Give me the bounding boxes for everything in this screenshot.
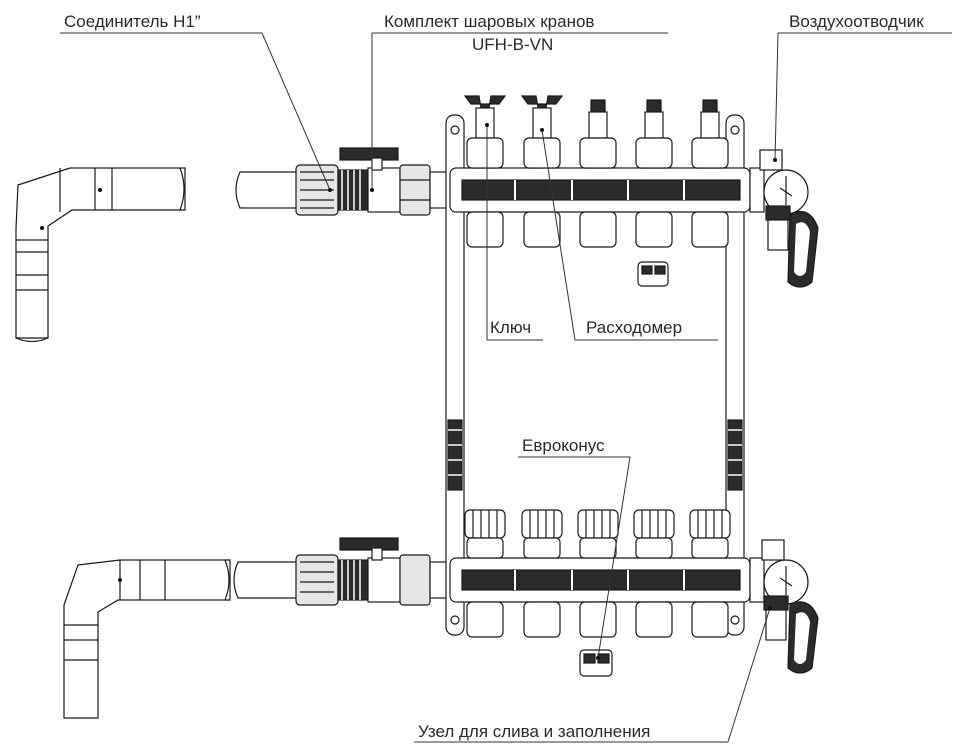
- eurocone-cap-lower: [579, 649, 613, 677]
- elbow-fitting-upper: [15, 167, 186, 343]
- label-eurocone: Евроконус: [522, 436, 605, 455]
- label-connector: Соединитель Н1”: [64, 12, 201, 31]
- leader-lines: [60, 32, 952, 743]
- mounting-brackets: [445, 114, 745, 636]
- upper-manifold-bar: [449, 167, 751, 213]
- air-vent-upper: [749, 149, 819, 288]
- lower-manifold-bar: [449, 557, 751, 603]
- label-flowmeter: Расходомер: [586, 318, 683, 337]
- elbow-fitting-lower: [63, 559, 231, 719]
- label-air-vent: Воздухоотводчик: [789, 12, 924, 31]
- label-drain-fill: Узел для слива и заполнения: [418, 722, 651, 741]
- drain-fill-unit: [749, 539, 819, 674]
- lower-return-line: [233, 537, 449, 606]
- valve-caps-lower: [464, 509, 731, 638]
- upper-supply-line: [235, 147, 449, 216]
- eurocone-cap-upper: [637, 261, 669, 287]
- flowmeters-upper: [463, 95, 729, 248]
- label-key: Ключ: [490, 318, 532, 337]
- label-ball-valves-model: UFH-B-VN: [472, 35, 554, 54]
- label-ball-valves: Комплект шаровых кранов: [384, 12, 595, 31]
